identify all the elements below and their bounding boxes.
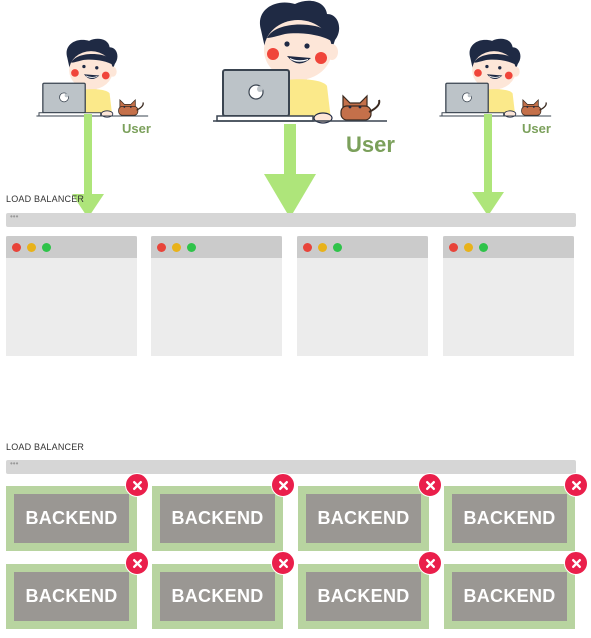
arrow-center — [264, 124, 316, 218]
window-titlebar — [443, 236, 574, 258]
remove-backend-button[interactable] — [418, 473, 442, 497]
backend-box: BACKEND — [298, 486, 429, 551]
backend-box: BACKEND — [444, 564, 575, 629]
backend-box: BACKEND — [6, 486, 137, 551]
arrow-right — [472, 114, 504, 216]
backend-label: BACKEND — [463, 508, 556, 528]
backend-panel: BACKEND — [452, 494, 567, 543]
load-balancer-top-label: LOAD BALANCER — [6, 194, 85, 204]
close-x-icon — [425, 558, 436, 569]
close-x-icon — [278, 558, 289, 569]
close-dot-icon — [12, 243, 21, 252]
window-titlebar — [297, 236, 428, 258]
backend-panel: BACKEND — [14, 572, 129, 621]
backend-box: BACKEND — [6, 564, 137, 629]
backend-panel: BACKEND — [160, 494, 275, 543]
close-x-icon — [425, 480, 436, 491]
user-right — [433, 38, 555, 122]
minimize-dot-icon — [464, 243, 473, 252]
load-balancer-bottom-bar: ••• — [6, 460, 576, 474]
backend-panel: BACKEND — [306, 494, 421, 543]
backend-label: BACKEND — [171, 586, 264, 606]
backend-panel: BACKEND — [160, 572, 275, 621]
user-left-illustration — [30, 38, 152, 122]
backend-panel: BACKEND — [306, 572, 421, 621]
maximize-dot-icon — [333, 243, 342, 252]
remove-backend-button[interactable] — [418, 551, 442, 575]
backend-box: BACKEND — [444, 486, 575, 551]
minimize-dot-icon — [318, 243, 327, 252]
minimize-dot-icon — [27, 243, 36, 252]
user-right-illustration — [433, 38, 555, 122]
window-titlebar — [151, 236, 282, 258]
window-titlebar — [6, 236, 137, 258]
remove-backend-button[interactable] — [125, 473, 149, 497]
arrow-left — [72, 114, 104, 218]
load-balancer-bottom-dots: ••• — [10, 459, 19, 468]
close-dot-icon — [449, 243, 458, 252]
load-balancer-bottom-label: LOAD BALANCER — [6, 442, 85, 452]
remove-backend-button[interactable] — [564, 473, 588, 497]
remove-backend-button[interactable] — [271, 473, 295, 497]
load-balancer-top-bar: ••• — [6, 213, 576, 227]
user-left — [30, 38, 152, 122]
user-center — [202, 0, 394, 130]
remove-backend-button[interactable] — [564, 551, 588, 575]
close-dot-icon — [303, 243, 312, 252]
user-center-label: User — [346, 132, 395, 157]
load-balancer-top-dots: ••• — [10, 212, 19, 221]
maximize-dot-icon — [479, 243, 488, 252]
minimize-dot-icon — [172, 243, 181, 252]
backend-box: BACKEND — [152, 486, 283, 551]
empty-window-1 — [6, 236, 137, 356]
backend-label: BACKEND — [25, 586, 118, 606]
backend-label: BACKEND — [171, 508, 264, 528]
close-x-icon — [571, 480, 582, 491]
close-x-icon — [278, 480, 289, 491]
remove-backend-button[interactable] — [125, 551, 149, 575]
backend-label: BACKEND — [317, 508, 410, 528]
maximize-dot-icon — [187, 243, 196, 252]
user-right-label: User — [522, 121, 551, 136]
backend-label: BACKEND — [25, 508, 118, 528]
user-left-label: User — [122, 121, 151, 136]
empty-window-3 — [297, 236, 428, 356]
close-x-icon — [571, 558, 582, 569]
backend-label: BACKEND — [317, 586, 410, 606]
backend-panel: BACKEND — [14, 494, 129, 543]
close-x-icon — [132, 480, 143, 491]
empty-window-2 — [151, 236, 282, 356]
close-dot-icon — [157, 243, 166, 252]
close-x-icon — [132, 558, 143, 569]
empty-window-4 — [443, 236, 574, 356]
backend-box: BACKEND — [298, 564, 429, 629]
backend-box: BACKEND — [152, 564, 283, 629]
user-center-illustration — [202, 0, 394, 130]
backend-label: BACKEND — [463, 586, 556, 606]
backend-panel: BACKEND — [452, 572, 567, 621]
maximize-dot-icon — [42, 243, 51, 252]
remove-backend-button[interactable] — [271, 551, 295, 575]
